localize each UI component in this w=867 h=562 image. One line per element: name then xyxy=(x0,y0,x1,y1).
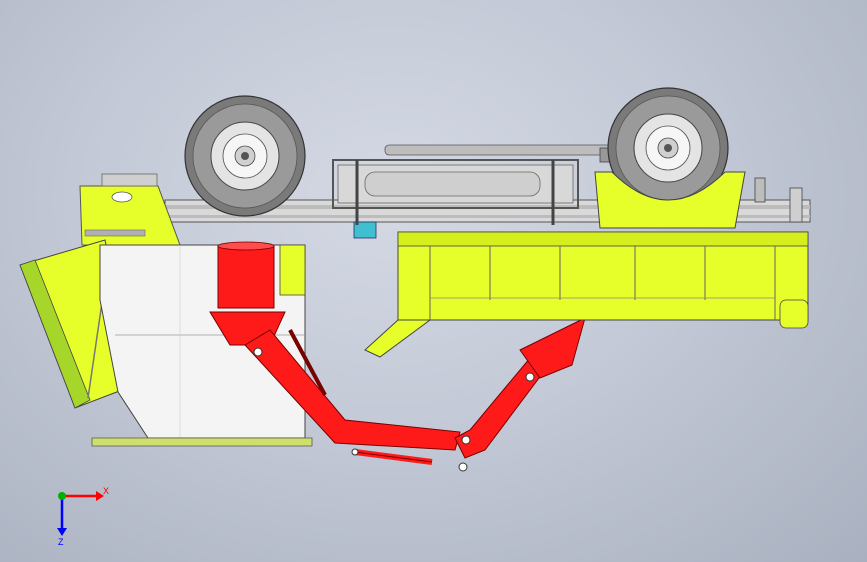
red-cylinder-mount xyxy=(209,241,286,346)
rear-bracket xyxy=(754,177,803,223)
cyan-bracket xyxy=(353,221,377,239)
cab-block xyxy=(79,173,181,246)
right-wheel xyxy=(607,87,729,209)
wheel-cradle xyxy=(594,171,746,229)
yellow-dump-bed xyxy=(364,231,809,358)
tank-frame-assembly xyxy=(332,144,621,225)
red-boom-arm xyxy=(244,317,586,472)
left-wheel xyxy=(184,95,306,217)
